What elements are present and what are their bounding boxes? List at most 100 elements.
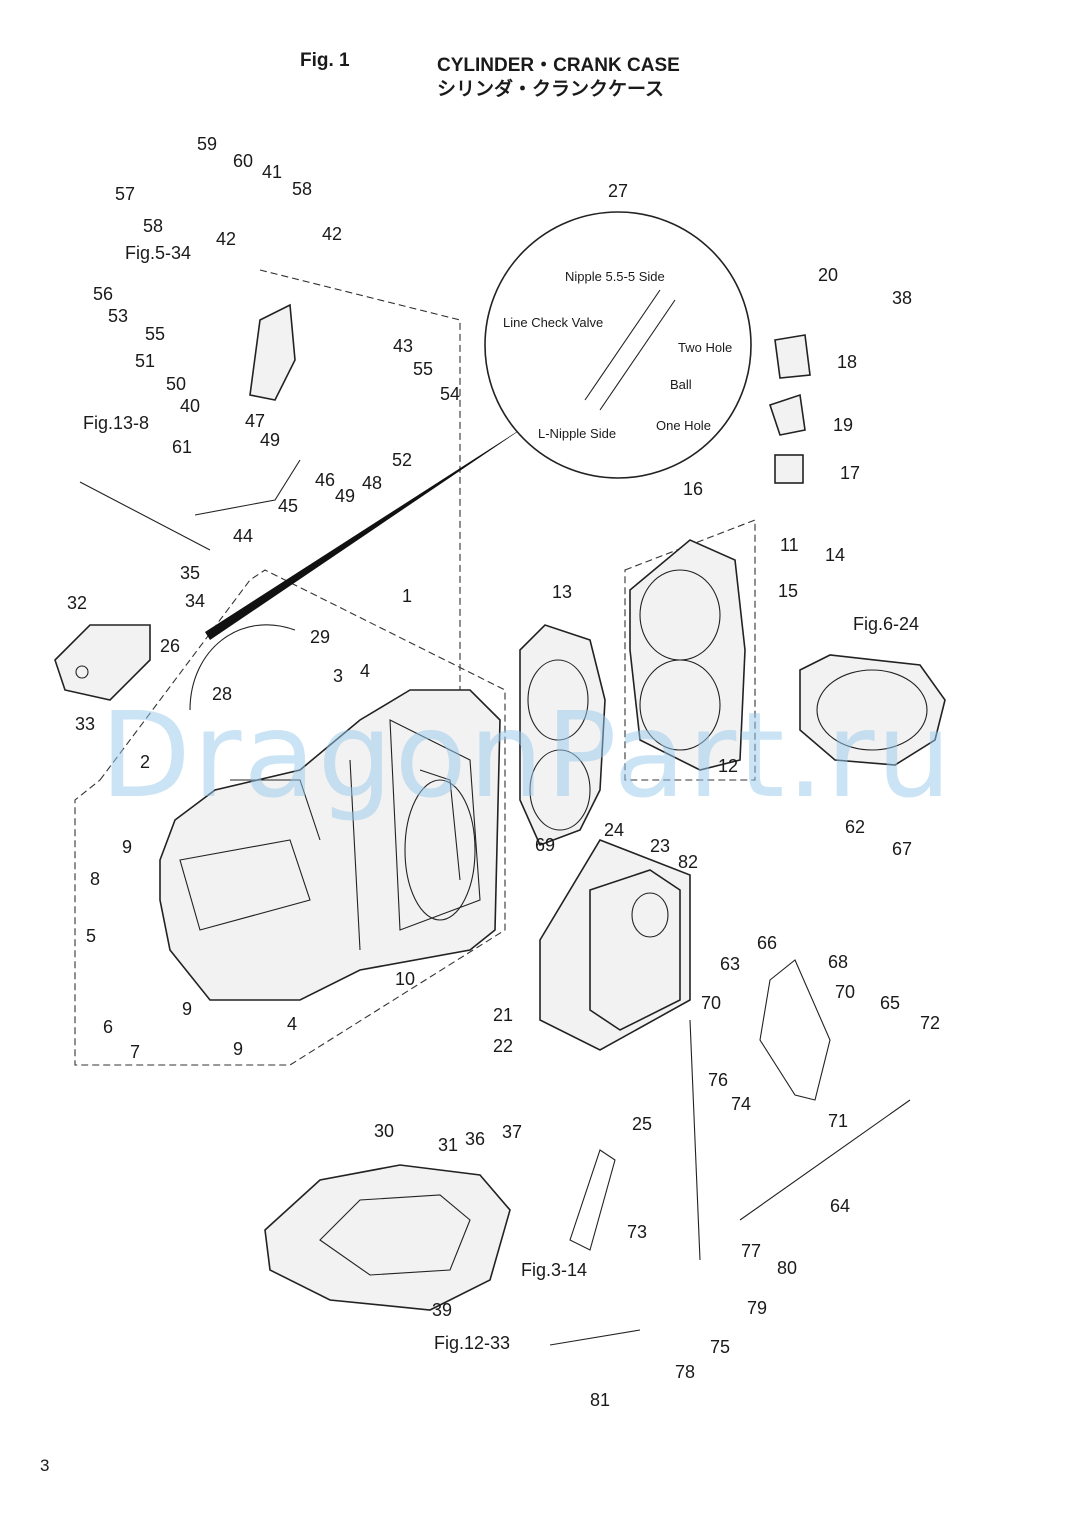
part-callout: 67 [892, 839, 912, 859]
part-callout: 49 [335, 486, 355, 506]
part-callout: 55 [145, 324, 165, 344]
part-callout: 46 [315, 470, 335, 490]
part-callout: 64 [830, 1196, 850, 1216]
part-callout: 56 [93, 284, 113, 304]
part-callout: 36 [465, 1129, 485, 1149]
thermostat [774, 454, 804, 484]
part-callout: 20 [818, 265, 838, 285]
part-callout: 34 [185, 591, 205, 611]
part-callout: 3 [333, 666, 343, 686]
part-callout: 17 [840, 463, 860, 483]
fuel-hose [189, 624, 296, 711]
cylinder-head-group-outline [624, 519, 756, 781]
part-callout: 8 [90, 869, 100, 889]
page-number: 3 [40, 1456, 50, 1475]
part-callout: 68 [828, 952, 848, 972]
part-callout: 4 [360, 661, 370, 681]
part-callout: 75 [710, 1337, 730, 1357]
detail-label: Two Hole [678, 340, 732, 355]
part-callout: 23 [650, 836, 670, 856]
detail-number: 27 [608, 181, 628, 201]
part-callout: 69 [535, 835, 555, 855]
part-callout: 35 [180, 563, 200, 583]
part-callout: 49 [260, 430, 280, 450]
part-callout: 72 [920, 1013, 940, 1033]
part-callout: 65 [880, 993, 900, 1013]
detail-leader-arrow [205, 420, 535, 640]
bottom-gasket-inner [319, 1194, 471, 1276]
part-callout: 58 [143, 216, 163, 236]
part-callout: 79 [747, 1298, 767, 1318]
part-callout: 1 [402, 586, 412, 606]
crankcase-group-outline [74, 569, 506, 1066]
detail-label: Ball [670, 377, 692, 392]
part-callout: 55 [413, 359, 433, 379]
part-callout: 41 [262, 162, 282, 182]
figure-reference: Fig.5-34 [125, 243, 191, 263]
part-callout: 53 [108, 306, 128, 326]
part-callout: 51 [135, 351, 155, 371]
gasket-bore-lower [529, 749, 591, 831]
link-rod-74 [689, 1019, 701, 1261]
figure-reference: Fig.13-8 [83, 413, 149, 433]
crank-case-detail [179, 719, 481, 951]
part-callout: 38 [892, 288, 912, 308]
figure-reference: Fig.12-33 [434, 1333, 510, 1353]
detail-label: One Hole [656, 418, 711, 433]
part-callout: 77 [741, 1241, 761, 1261]
thermostat-gasket [768, 393, 806, 436]
part-callout: 42 [322, 224, 342, 244]
part-callout: 32 [67, 593, 87, 613]
detail-label: Nipple 5.5-5 Side [565, 269, 665, 284]
part-callout: 33 [75, 714, 95, 734]
fig12-link-rail [549, 1329, 641, 1346]
part-callout: 25 [632, 1114, 652, 1134]
part-callout: 28 [212, 684, 232, 704]
cylinder-head-cover [629, 539, 746, 771]
figure-reference: Fig.6-24 [853, 614, 919, 634]
part-callout: 22 [493, 1036, 513, 1056]
throttle-rod [194, 459, 301, 516]
part-callout: 9 [182, 999, 192, 1019]
ignition-coil-bracket [54, 624, 151, 701]
part-callout: 50 [166, 374, 186, 394]
part-callout: 7 [130, 1042, 140, 1062]
part-callout: 57 [115, 184, 135, 204]
part-callout: 80 [777, 1258, 797, 1278]
part-callout: 31 [438, 1135, 458, 1155]
part-callout: 44 [233, 526, 253, 546]
oil-seal-housing [799, 654, 946, 766]
figure-title-english: CYLINDER・CRANK CASE [437, 55, 680, 76]
part-callout: 10 [395, 969, 415, 989]
part-callout: 74 [731, 1094, 751, 1114]
part-callout: 26 [160, 636, 180, 656]
part-callout: 71 [828, 1111, 848, 1131]
detail-circle [484, 211, 752, 479]
part-callout: 39 [432, 1300, 452, 1320]
link-group-outline [259, 269, 461, 700]
part-callout: 6 [103, 1017, 113, 1037]
part-callout: 61 [172, 437, 192, 457]
part-callout: 47 [245, 411, 265, 431]
detail-label: Line Check Valve [503, 315, 603, 330]
part-callout: 21 [493, 1005, 513, 1025]
exhaust-inner-cover [589, 869, 681, 1031]
part-callout: 24 [604, 820, 624, 840]
part-callout: 9 [122, 837, 132, 857]
crank-case-bore [404, 779, 476, 921]
figure-title-japanese: シリンダ・クランクケース [437, 78, 665, 100]
figure-number: Fig. 1 [300, 50, 350, 71]
part-callout: 43 [393, 336, 413, 356]
oil-seal-opening [816, 669, 928, 751]
part-callout: 16 [683, 479, 703, 499]
part-callout: 58 [292, 179, 312, 199]
part-callout: 52 [392, 450, 412, 470]
part-callout: 2 [140, 752, 150, 772]
part-callout: 82 [678, 852, 698, 872]
part-callout: 13 [552, 582, 572, 602]
part-callout: 48 [362, 473, 382, 493]
part-callout: 5 [86, 926, 96, 946]
part-callout: 66 [757, 933, 777, 953]
part-callout: 73 [627, 1222, 647, 1242]
